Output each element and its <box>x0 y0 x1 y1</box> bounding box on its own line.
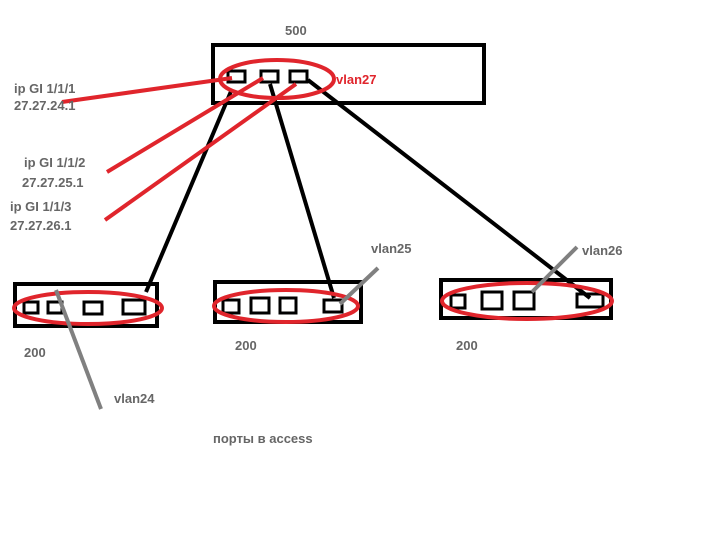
interface-2-name: ip GI 1/1/2 <box>24 155 85 170</box>
access-switch-2-label: 200 <box>235 338 257 353</box>
trunk-link-2 <box>268 83 336 299</box>
access2-port-3 <box>278 296 298 315</box>
access3-ellipse <box>440 281 614 321</box>
interface-3-name: ip GI 1/1/3 <box>10 199 71 214</box>
access2-ellipse <box>212 288 360 324</box>
access2-port-4 <box>322 298 344 314</box>
core-switch <box>211 43 486 105</box>
interface-2-address: 27.27.25.1 <box>22 175 83 190</box>
interface-1-name: ip GI 1/1/1 <box>14 81 75 96</box>
access3-port-2 <box>480 290 504 311</box>
trunk-link-3 <box>306 78 592 300</box>
interface-1-address: 27.27.24.1 <box>14 98 75 113</box>
core-port-1 <box>226 69 247 84</box>
access-ports-note: порты в access <box>213 431 313 446</box>
access2-port-2 <box>249 296 271 315</box>
interface-3-address: 27.27.26.1 <box>10 218 71 233</box>
access3-port-3 <box>512 290 536 311</box>
vlan24-label: vlan24 <box>114 391 155 406</box>
trunk-link-1 <box>144 88 234 293</box>
vlan25-pointer <box>338 266 380 306</box>
vlan25-label: vlan25 <box>371 241 411 256</box>
access-switch-1-label: 200 <box>24 345 46 360</box>
access-switch-3-label: 200 <box>456 338 478 353</box>
vlan26-pointer <box>530 245 579 294</box>
access1-port-1 <box>22 300 40 315</box>
access1-ellipse <box>12 290 164 326</box>
access1-port-4 <box>121 298 147 316</box>
core-port-2 <box>259 69 280 84</box>
core-port-3 <box>288 69 309 84</box>
core-vlan-label: vlan27 <box>336 72 376 87</box>
ip-line-1 <box>61 76 233 104</box>
ip-line-2 <box>105 76 265 174</box>
ip-line-3 <box>103 82 298 222</box>
access1-port-3 <box>82 300 104 316</box>
access3-port-4 <box>575 292 605 309</box>
vlan26-label: vlan26 <box>582 243 622 258</box>
vlan24-pointer <box>54 289 103 410</box>
access2-port-1 <box>221 298 241 315</box>
access3-port-1 <box>449 293 467 310</box>
core-switch-label: 500 <box>285 23 307 38</box>
